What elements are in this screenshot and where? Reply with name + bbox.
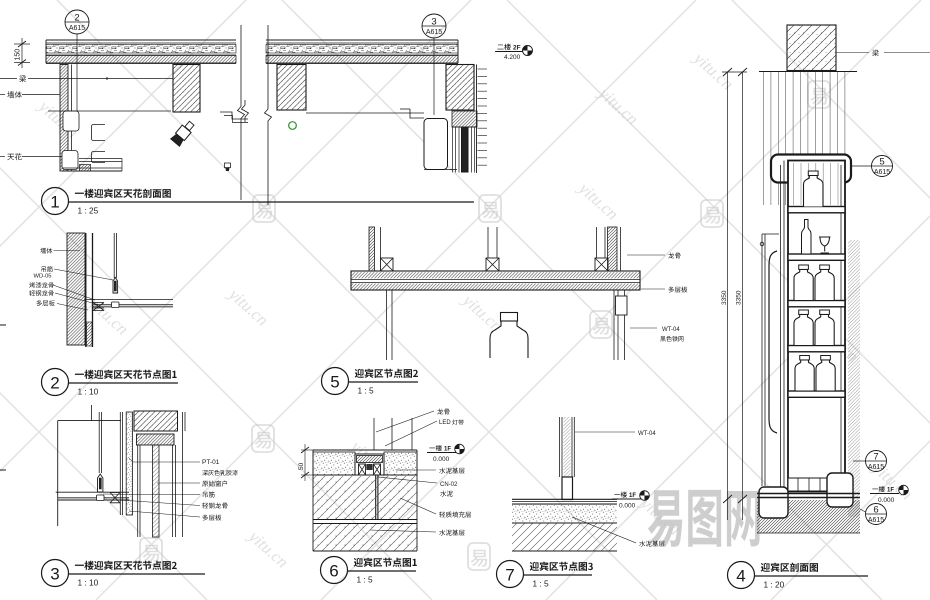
- svg-text:0.000: 0.000: [619, 503, 636, 510]
- svg-text:6: 6: [329, 561, 338, 580]
- svg-text:0.000: 0.000: [433, 456, 450, 463]
- svg-text:0.000: 0.000: [878, 497, 895, 504]
- svg-text:CN-02: CN-02: [440, 482, 458, 488]
- svg-text:3350: 3350: [721, 290, 728, 305]
- svg-text:7: 7: [505, 565, 514, 584]
- svg-text:WT-04: WT-04: [662, 327, 680, 333]
- svg-text:5: 5: [330, 372, 339, 391]
- svg-text:3: 3: [50, 564, 59, 583]
- svg-text:2: 2: [50, 373, 59, 392]
- svg-text:7: 7: [873, 451, 878, 462]
- svg-text:1 : 25: 1 : 25: [78, 206, 99, 216]
- svg-text:2: 2: [74, 12, 79, 23]
- svg-text:1 : 20: 1 : 20: [764, 580, 785, 590]
- svg-text:5: 5: [879, 156, 884, 167]
- svg-text:1 : 5: 1 : 5: [358, 386, 375, 396]
- svg-text:1 : 10: 1 : 10: [78, 578, 99, 588]
- svg-text:1 : 5: 1 : 5: [357, 575, 374, 585]
- svg-text:3350: 3350: [736, 290, 743, 305]
- svg-text:A615: A615: [69, 25, 85, 32]
- svg-text:50: 50: [298, 462, 305, 470]
- svg-text:PT-01: PT-01: [202, 459, 220, 466]
- svg-text:4: 4: [736, 566, 745, 585]
- svg-text:1F: 1F: [444, 447, 451, 453]
- svg-text:150: 150: [15, 49, 22, 61]
- svg-text:WD-05: WD-05: [34, 274, 52, 280]
- svg-text:2F: 2F: [513, 45, 521, 52]
- svg-text:1 : 5: 1 : 5: [533, 579, 550, 589]
- svg-text:4.200: 4.200: [504, 54, 521, 61]
- svg-text:1 : 10: 1 : 10: [78, 387, 99, 397]
- svg-text:A615: A615: [868, 464, 884, 471]
- svg-text:1F: 1F: [887, 488, 894, 494]
- svg-text:A615: A615: [874, 169, 890, 176]
- svg-text:1: 1: [50, 192, 59, 211]
- svg-text:3: 3: [431, 16, 436, 27]
- svg-text:6: 6: [873, 504, 878, 515]
- svg-text:A615: A615: [868, 517, 884, 524]
- svg-text:A615: A615: [426, 29, 442, 36]
- svg-text:LED: LED: [439, 420, 451, 426]
- svg-text:WT-04: WT-04: [638, 431, 656, 437]
- svg-text:1F: 1F: [629, 493, 636, 499]
